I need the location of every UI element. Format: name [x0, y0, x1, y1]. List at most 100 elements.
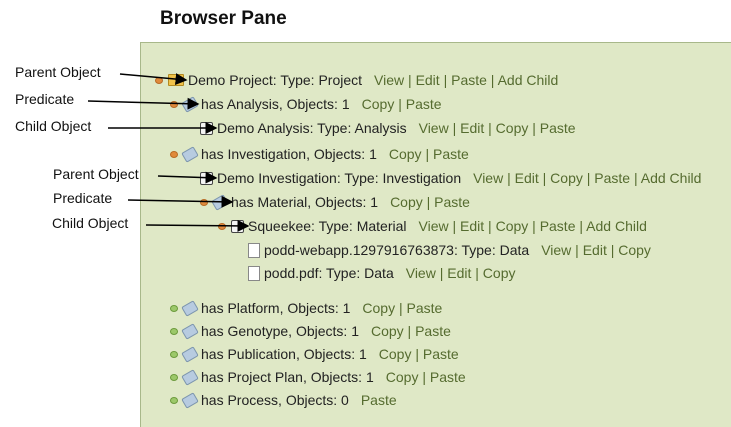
separator: |: [471, 265, 483, 281]
separator: |: [538, 170, 551, 186]
copy-link[interactable]: Copy: [495, 120, 529, 136]
paste-link[interactable]: Paste: [406, 300, 443, 316]
separator: |: [448, 218, 461, 234]
arrow-line: [157, 171, 218, 184]
row-label: Demo Project: Type: Project: [188, 72, 363, 88]
view-link[interactable]: View: [473, 170, 504, 186]
row-actions: Copy | Paste: [379, 346, 459, 362]
add-child-link[interactable]: Add Child: [640, 170, 702, 186]
add-child-link[interactable]: Add Child: [497, 72, 559, 88]
separator: |: [411, 346, 423, 362]
expand-toggle-icon[interactable]: [170, 327, 178, 335]
separator: |: [503, 170, 515, 186]
separator: |: [421, 146, 433, 162]
row-actions: Copy | Paste: [389, 146, 469, 162]
annotation-label: Parent Object: [15, 64, 101, 80]
paste-link[interactable]: Paste: [434, 194, 470, 210]
row-actions: Copy | Paste: [390, 194, 470, 210]
tree-row: has Process, Objects: 0 Paste: [170, 390, 397, 410]
separator: |: [571, 242, 583, 258]
separator: |: [395, 300, 407, 316]
row-label: Squeekee: Type: Material: [248, 218, 407, 234]
row-actions: Copy | Paste: [362, 96, 442, 112]
separator: |: [528, 218, 540, 234]
row-label: has Platform, Objects: 1: [201, 300, 351, 316]
arrow-line: [119, 73, 188, 86]
tree-row: has Investigation, Objects: 1 Copy | Past…: [170, 144, 469, 164]
tree-row: Squeekee: Type: Material View | Edit | Co…: [218, 216, 647, 236]
edit-link[interactable]: Edit: [460, 120, 485, 136]
copy-link[interactable]: Copy: [385, 369, 419, 385]
copy-link[interactable]: Copy: [550, 170, 583, 186]
copy-link[interactable]: Copy: [388, 146, 422, 162]
expand-toggle-icon[interactable]: [170, 396, 178, 404]
arrow-line: [87, 97, 200, 110]
row-label: has Project Plan, Objects: 1: [201, 369, 374, 385]
paste-link[interactable]: Paste: [422, 346, 459, 362]
view-link[interactable]: View: [374, 72, 405, 88]
view-link[interactable]: View: [418, 218, 449, 234]
row-label: Demo Analysis: Type: Analysis: [217, 120, 407, 136]
copy-link[interactable]: Copy: [370, 323, 404, 339]
paste-link[interactable]: Paste: [539, 120, 576, 136]
separator: |: [606, 242, 619, 258]
copy-link[interactable]: Copy: [495, 218, 529, 234]
edit-link[interactable]: Edit: [582, 242, 607, 258]
annotation-label: Predicate: [15, 91, 75, 107]
paste-link[interactable]: Paste: [415, 323, 451, 339]
paste-link[interactable]: Paste: [429, 369, 466, 385]
row-actions: View | Edit | Copy: [541, 242, 651, 258]
browser-pane: [140, 42, 731, 427]
row-actions: View | Edit | Paste | Add Child: [374, 72, 558, 88]
doc-icon: [248, 265, 260, 281]
expand-toggle-icon[interactable]: [170, 150, 178, 158]
paste-link[interactable]: Paste: [432, 146, 469, 162]
copy-link[interactable]: Copy: [378, 346, 412, 362]
arrow-line: [127, 195, 234, 208]
row-label: podd-webapp.1297916763873: Type: Data: [264, 242, 530, 258]
annotation-label: Parent Object: [53, 166, 139, 182]
separator: |: [484, 120, 496, 136]
view-link[interactable]: View: [541, 242, 572, 258]
row-actions: Copy | Paste: [386, 369, 466, 385]
paste-link[interactable]: Paste: [451, 72, 487, 88]
separator: |: [575, 218, 587, 234]
separator: |: [630, 170, 641, 186]
row-actions: Copy | Paste: [371, 323, 451, 339]
expand-toggle-icon[interactable]: [170, 373, 178, 381]
copy-link[interactable]: Copy: [362, 300, 396, 316]
edit-link[interactable]: Edit: [514, 170, 539, 186]
separator: |: [486, 72, 498, 88]
separator: |: [418, 369, 430, 385]
paste-link[interactable]: Paste: [405, 96, 442, 112]
edit-link[interactable]: Edit: [447, 265, 472, 281]
expand-toggle-icon[interactable]: [170, 304, 178, 312]
copy-link[interactable]: Copy: [618, 242, 651, 258]
edit-link[interactable]: Edit: [415, 72, 440, 88]
doc-icon: [248, 242, 260, 258]
row-label: has Genotype, Objects: 1: [201, 323, 359, 339]
expand-toggle-icon[interactable]: [170, 350, 178, 358]
copy-link[interactable]: Copy: [390, 194, 423, 210]
paste-link[interactable]: Paste: [360, 392, 397, 408]
row-label: has Process, Objects: 0: [201, 392, 349, 408]
paste-link[interactable]: Paste: [594, 170, 631, 186]
tree-row: Demo Project: Type: Project View | Edit |…: [155, 70, 558, 90]
tree-row: has Project Plan, Objects: 1 Copy | Paste: [170, 367, 466, 387]
copy-link[interactable]: Copy: [482, 265, 516, 281]
row-actions: Copy | Paste: [362, 300, 442, 316]
row-actions: View | Edit | Copy | Paste: [419, 120, 576, 136]
paste-link[interactable]: Paste: [539, 218, 576, 234]
row-label: Demo Investigation: Type: Investigation: [217, 170, 462, 186]
row-actions: View | Edit | Copy: [406, 265, 516, 281]
view-link[interactable]: View: [405, 265, 436, 281]
add-child-link[interactable]: Add Child: [586, 218, 647, 234]
edit-link[interactable]: Edit: [460, 218, 485, 234]
copy-link[interactable]: Copy: [361, 96, 395, 112]
view-link[interactable]: View: [418, 120, 449, 136]
row-actions: View | Edit | Copy | Paste | Add Child: [473, 170, 701, 186]
separator: |: [448, 120, 461, 136]
row-label: has Investigation, Objects: 1: [201, 146, 377, 162]
